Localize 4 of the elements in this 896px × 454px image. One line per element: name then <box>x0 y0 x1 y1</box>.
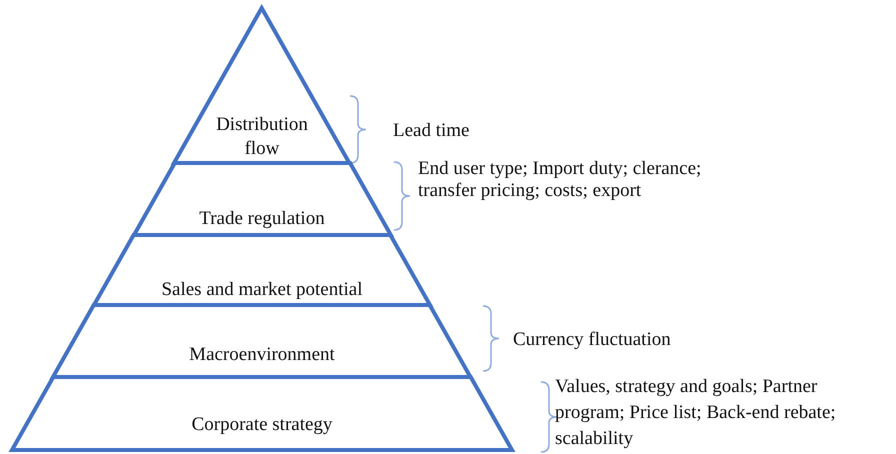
annotation-text: End user type; Import duty; clerance; transfer pricing; costs; export <box>418 158 702 202</box>
annotation-text: Values, strategy and goals; Partner program; Price list; Back-end rebate; scalability <box>555 375 837 451</box>
annotation-text: Currency fluctuation <box>512 328 672 352</box>
annotation-text: Lead time <box>392 119 470 143</box>
